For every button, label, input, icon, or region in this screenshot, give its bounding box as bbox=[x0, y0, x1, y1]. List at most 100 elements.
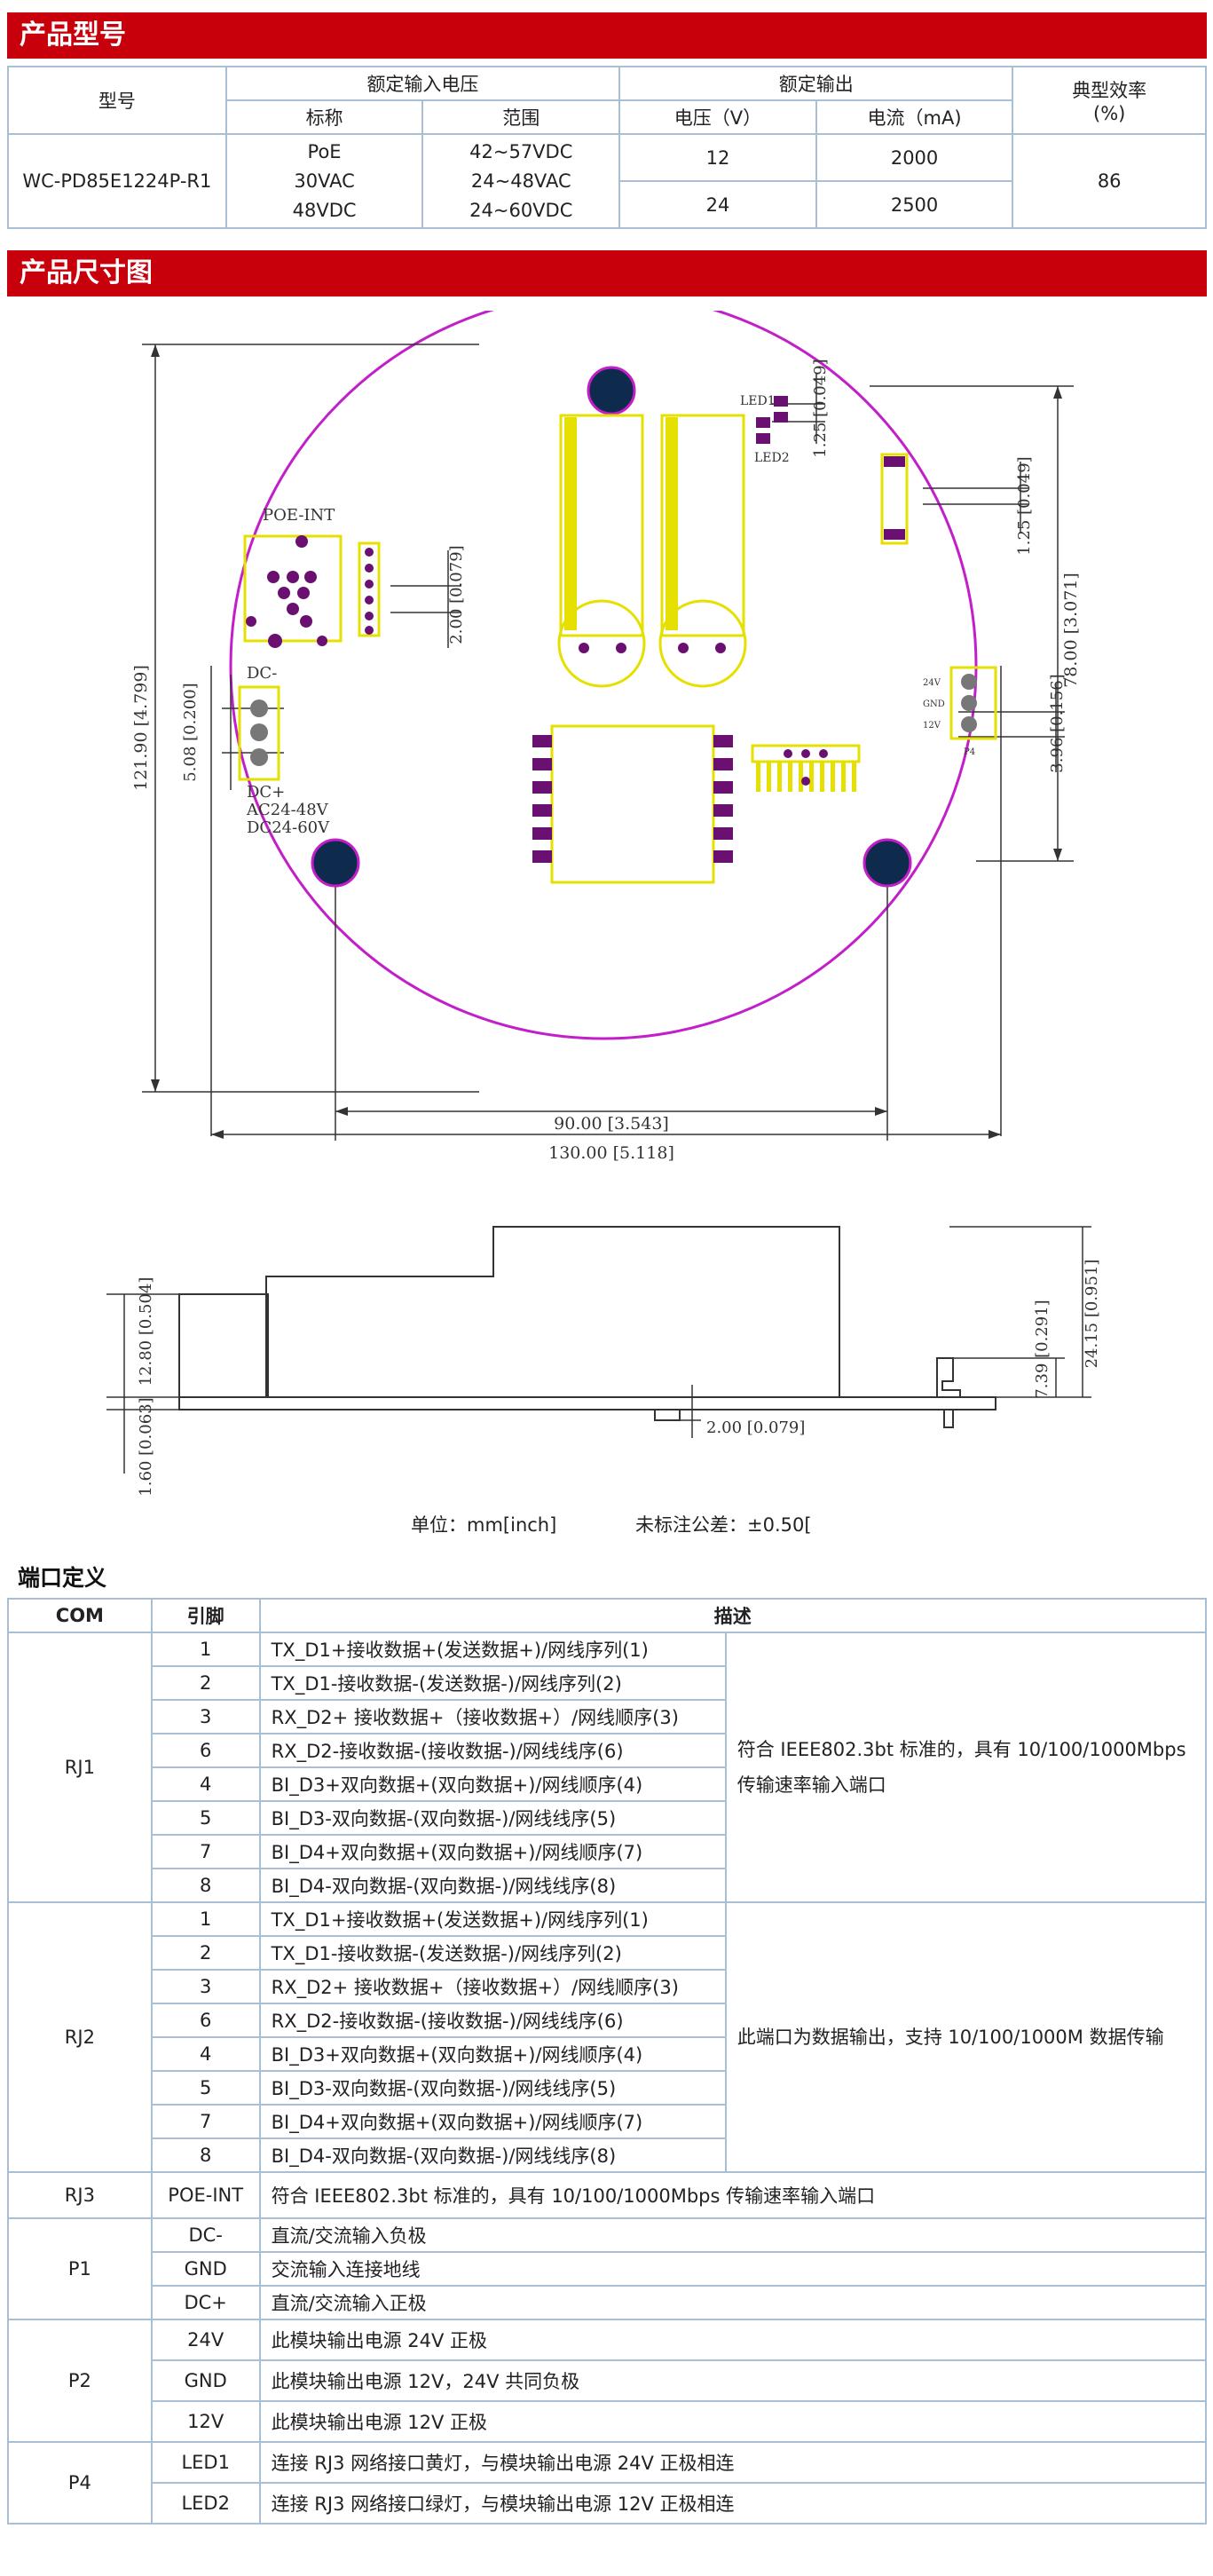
header-voltage: 电压（V） bbox=[618, 99, 817, 135]
out-voltage-2: 24 bbox=[618, 180, 817, 229]
pin-header bbox=[358, 541, 381, 637]
p4-pin: LED2 bbox=[150, 2482, 261, 2525]
rj1-pin: 5 bbox=[150, 1800, 261, 1836]
transformer bbox=[550, 724, 715, 884]
rj2-row: RX_D2-接收数据-(接收数据-)/网线线序(6) bbox=[258, 2003, 727, 2038]
dc-connector bbox=[238, 685, 280, 781]
rj2-row: RX_D2+ 接收数据+（接收数据+）/网线顺序(3) bbox=[258, 1969, 727, 2004]
rj1-pin: 1 bbox=[150, 1632, 261, 1667]
p1-pin: DC- bbox=[150, 2217, 261, 2253]
rj1-row: BI_D4+双向数据+(双向数据+)/网线顺序(7) bbox=[258, 1834, 727, 1869]
label-led1: LED1 bbox=[740, 394, 776, 408]
p2-pin: GND bbox=[150, 2359, 261, 2402]
pcb-board bbox=[178, 1396, 996, 1410]
rj1-row: TX_D1-接收数据-(发送数据-)/网线序列(2) bbox=[258, 1665, 727, 1701]
efficiency-cell: 86 bbox=[1012, 133, 1207, 229]
p4-desc: 连接 RJ3 网络接口绿灯，与模块输出电源 12V 正极相连 bbox=[258, 2482, 1208, 2525]
rj1-label: RJ1 bbox=[7, 1632, 153, 1903]
rj2-pin: 4 bbox=[150, 2036, 261, 2072]
p1-pin: GND bbox=[150, 2251, 261, 2287]
dim-pitch-top: 1.25 [0.049] bbox=[811, 359, 830, 457]
model-cell: WC-PD85E1224P-R1 bbox=[7, 133, 227, 229]
p4-pin-gnd: GND bbox=[923, 699, 945, 709]
p2-label: P2 bbox=[7, 2319, 153, 2443]
dim-p4-pitch: 3.96 [0.156] bbox=[1048, 674, 1067, 772]
side-dim-h2: 1.60 [0.063] bbox=[137, 1397, 155, 1496]
dim-height: 121.90 [4.799] bbox=[131, 665, 151, 791]
rj1-row: RX_D2+ 接收数据+（接收数据+）/网线顺序(3) bbox=[258, 1699, 727, 1734]
rj2-row: BI_D4+双向数据+(双向数据+)/网线顺序(7) bbox=[258, 2104, 727, 2139]
header-output: 额定输出 bbox=[618, 66, 1014, 101]
p1-label: P1 bbox=[7, 2217, 153, 2320]
side-dim-h4: 24.15 [0.951] bbox=[1083, 1260, 1101, 1369]
section-header-dims: 产品尺寸图 bbox=[7, 250, 1207, 296]
rj2-row: TX_D1-接收数据-(发送数据-)/网线序列(2) bbox=[258, 1935, 727, 1971]
out-voltage-1: 12 bbox=[618, 133, 817, 182]
side-p4 bbox=[936, 1357, 961, 1397]
rj1-desc: 符合 IEEE802.3bt 标准的，具有 10/100/1000Mbps 传输… bbox=[724, 1632, 1208, 1903]
header-com: COM bbox=[7, 1598, 153, 1633]
heatsink bbox=[751, 744, 861, 763]
dim-width: 130.00 [5.118] bbox=[548, 1143, 674, 1163]
header-current: 电流（mA) bbox=[815, 99, 1014, 135]
rj2-row: TX_D1+接收数据+(发送数据+)/网线序列(1) bbox=[258, 1901, 727, 1937]
rj2-pin: 5 bbox=[150, 2070, 261, 2106]
header-model: 型号 bbox=[7, 66, 227, 135]
header-input: 额定输入电压 bbox=[224, 66, 621, 101]
p1-desc: 直流/交流输入负极 bbox=[258, 2217, 1208, 2253]
p4-label: P4 bbox=[964, 747, 975, 757]
rj2-row: BI_D4-双向数据-(双向数据-)/网线线序(8) bbox=[258, 2137, 727, 2173]
label-ac-range: AC24-48V bbox=[246, 801, 329, 819]
interface-table: COM 引脚 描述 RJ1 1 TX_D1+接收数据+(发送数据+)/网线序列(… bbox=[7, 1598, 1208, 2525]
rj2-pin: 3 bbox=[150, 1969, 261, 2004]
dim-pitch-left: 2.00 [0.079] bbox=[447, 545, 466, 644]
spec-table: 型号 额定输入电压 额定输出 典型效率(%) 标称 范围 电压（V） 电流（mA… bbox=[7, 66, 1207, 229]
board-outline bbox=[229, 311, 978, 1040]
rj1-row: BI_D3+双向数据+(双向数据+)/网线顺序(4) bbox=[258, 1766, 727, 1802]
rj1-row: TX_D1+接收数据+(发送数据+)/网线序列(1) bbox=[258, 1632, 727, 1667]
rj1-pin: 4 bbox=[150, 1766, 261, 1802]
side-dim-h3: 7.39 [0.291] bbox=[1033, 1300, 1052, 1398]
rj1-row: BI_D4-双向数据-(双向数据-)/网线线序(8) bbox=[258, 1868, 727, 1903]
dim-right: 78.00 [3.071] bbox=[1061, 573, 1081, 688]
rj1-row: BI_D3-双向数据-(双向数据-)/网线线序(5) bbox=[258, 1800, 727, 1836]
side-view-drawing: 12.80 [0.504] 1.60 [0.063] 7.39 [0.291] … bbox=[106, 1226, 1101, 1497]
unit-label: 单位：mm[inch] bbox=[411, 1514, 557, 1536]
p2-desc: 此模块输出电源 24V 正极 bbox=[258, 2319, 1208, 2361]
p4-connector bbox=[949, 666, 997, 740]
side-rj-block bbox=[178, 1293, 269, 1398]
p1-pin: DC+ bbox=[150, 2285, 261, 2320]
section-header-interface: 端口定义 bbox=[18, 1565, 107, 1591]
p4-pin: LED1 bbox=[150, 2441, 261, 2484]
p1-desc: 交流输入连接地线 bbox=[258, 2251, 1208, 2287]
mount-hole-right bbox=[862, 838, 912, 888]
rj2-pin: 6 bbox=[150, 2003, 261, 2038]
rj1-pin: 3 bbox=[150, 1699, 261, 1734]
rj2-row: BI_D3-双向数据-(双向数据-)/网线线序(5) bbox=[258, 2070, 727, 2106]
header-efficiency: 典型效率(%) bbox=[1012, 66, 1207, 135]
p1-desc: 直流/交流输入正极 bbox=[258, 2285, 1208, 2320]
label-poe-int: POE-INT bbox=[263, 506, 335, 525]
out-current-2: 2500 bbox=[815, 180, 1014, 229]
p4-pin-12v: 12V bbox=[923, 721, 941, 731]
p2-desc: 此模块输出电源 12V 正极 bbox=[258, 2400, 1208, 2443]
rj2-pin: 7 bbox=[150, 2104, 261, 2139]
section-header-model: 产品型号 bbox=[7, 12, 1207, 59]
side-transformer bbox=[265, 1226, 840, 1397]
rj3-label: RJ3 bbox=[7, 2171, 153, 2219]
tolerance-label: 未标注公差：±0.50[ bbox=[635, 1514, 812, 1536]
out-current-1: 2000 bbox=[815, 133, 1014, 182]
rj2-pin: 1 bbox=[150, 1901, 261, 1937]
label-led2: LED2 bbox=[754, 451, 790, 465]
p4-desc: 连接 RJ3 网络接口黄灯，与模块输出电源 24V 正极相连 bbox=[258, 2441, 1208, 2484]
rj1-pin: 7 bbox=[150, 1834, 261, 1869]
rj3-pin: POE-INT bbox=[150, 2171, 261, 2219]
mount-hole-top bbox=[587, 366, 636, 415]
label-dc-minus: DC- bbox=[247, 664, 277, 683]
rj1-pin: 8 bbox=[150, 1868, 261, 1903]
side-dim-h5: 2.00 [0.079] bbox=[706, 1418, 805, 1437]
rj2-pin: 2 bbox=[150, 1935, 261, 1971]
dim-hole-width: 90.00 [3.543] bbox=[554, 1114, 669, 1134]
